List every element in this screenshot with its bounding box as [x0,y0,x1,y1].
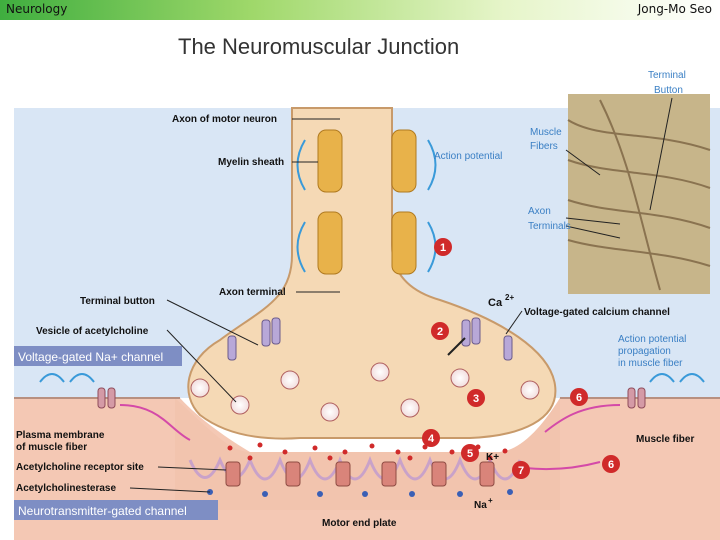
vesicle [280,370,300,390]
step-number: 4 [428,433,435,445]
step-marker [602,455,620,473]
axon-terminal-shape [187,107,557,440]
action-potential-label: Action potential [434,151,502,162]
calcium-ion-label: Ca [488,297,503,309]
step-marker [512,461,530,479]
photo-axon-terminals-label-1: Axon [528,206,551,217]
action-potential-arrow-3 [427,139,437,191]
step-marker [422,429,440,447]
vesicle-label: Vesicle of acetylcholine [36,326,149,337]
acetylcholinesterase-label: Acetylcholinesterase [16,483,116,494]
step-marker [431,322,449,340]
step-number: 5 [467,448,473,460]
muscle-fiber-label: Muscle fiber [636,434,694,445]
vesicles [190,362,540,422]
step-markers: 1 2 3 4 5 6 6 7 [422,238,620,479]
neurotransmitter-gated-channel-label: Neurotransmitter-gated channel [18,504,187,518]
author-label: Jong-Mo Seo [637,2,712,16]
current-loops [39,373,705,383]
acetylcholine-receptors [225,461,495,487]
voltage-gated-na-channel-box [14,346,182,366]
motor-end-plate-label: Motor end plate [322,518,397,529]
propagation-arrow-lower [524,461,601,471]
myelin-sheath-label: Myelin sheath [218,157,284,168]
vesicle [450,368,470,388]
muscle-photo-fibers [567,99,711,291]
vesicle [320,402,340,422]
label-pointer-lines [129,118,523,493]
voltage-gated-na-channel-label: Voltage-gated Na+ channel [18,350,163,364]
calcium-charge-label: 2+ [505,293,514,302]
voltage-gated-calcium-channel-label: Voltage-gated calcium channel [524,307,670,318]
vesicle [370,362,390,382]
propagation-arrow-left [119,404,191,441]
ap-propagation-label-1: Action potential [618,334,686,345]
myelin-segment-2 [391,129,417,193]
calcium-influx-arrow [447,337,466,356]
motor-end-plate-region [175,398,560,510]
acetylcholinesterase-molecules [207,489,513,497]
photo-terminal-button-label-2: Button [654,85,683,96]
photo-axon-terminals-label-2: Terminals [528,221,571,232]
vesicle [190,378,210,398]
step-number: 2 [437,326,443,338]
step-marker [467,389,485,407]
ap-propagation-label-2: propagation [618,346,671,357]
axon-terminal-label: Axon terminal [219,287,286,298]
step-marker [570,388,588,406]
vesicle [230,395,250,415]
step-marker [461,444,479,462]
myelin-segment-3 [317,211,343,275]
step-marker [434,238,452,256]
acetylcholine-receptor-site-label: Acetylcholine receptor site [16,462,144,473]
step-number: 1 [440,242,446,254]
step-number: 7 [518,465,524,477]
photo-muscle-fibers-label-1: Muscle [530,127,562,138]
myelin-segment-4 [391,211,417,275]
vesicle [520,380,540,400]
axon-of-motor-neuron-label: Axon of motor neuron [172,114,277,125]
potassium-ion-label: K+ [486,452,499,463]
sodium-ion-label: Na [474,500,487,511]
neurotransmitter-gated-channel-box [14,500,218,520]
muscle-photo [568,94,710,294]
plasma-membrane-label-1: Plasma membrane [16,430,105,441]
photo-terminal-button-label-1: Terminal [648,70,686,81]
plasma-membrane-label-2: of muscle fiber [16,442,87,453]
acetylcholine-molecules [227,442,508,461]
terminal-button-label: Terminal button [80,296,155,307]
propagation-arrow-right [544,404,621,433]
course-label: Neurology [6,2,68,16]
action-potential-arrow-2 [296,221,306,273]
photo-muscle-fibers-label-2: Fibers [530,141,558,152]
action-potential-arrow-1 [296,139,306,191]
photo-pointer-lines [565,97,673,239]
step-number: 3 [473,393,479,405]
slide-header: Neurology Jong-Mo Seo [0,0,720,20]
ap-propagation-label-3: in muscle fiber [618,358,683,369]
myelin-segment-1 [317,129,343,193]
sodium-channels [97,387,646,409]
sodium-charge-label: + [488,496,493,505]
vesicle [400,398,420,418]
step-number: 6 [576,392,582,404]
slide-title: The Neuromuscular Junction [178,34,460,59]
step-number: 6 [608,459,614,471]
